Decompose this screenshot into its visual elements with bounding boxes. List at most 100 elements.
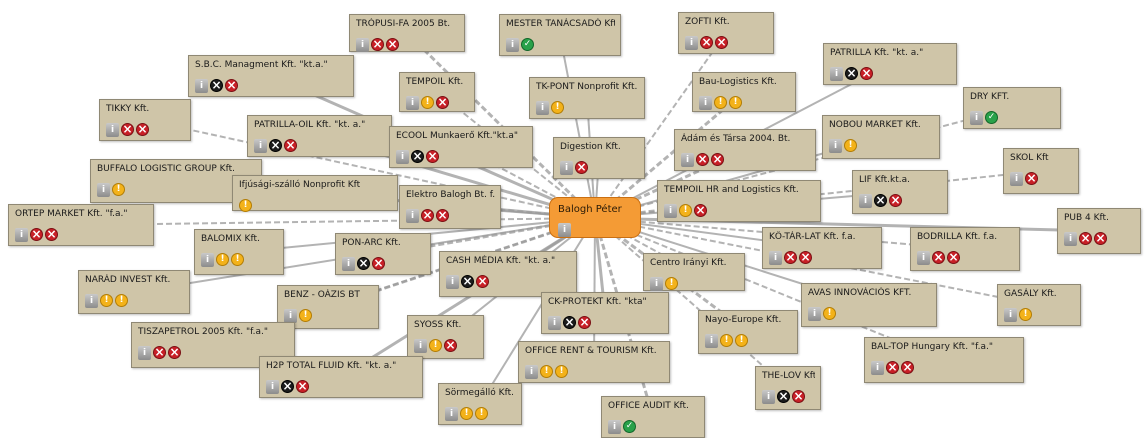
red-x-icon bbox=[715, 35, 728, 50]
info-icon[interactable] bbox=[536, 100, 549, 115]
company-node[interactable]: Ádám és Társa 2004. Bt. bbox=[674, 129, 816, 171]
company-node[interactable]: SKOL Kft bbox=[1003, 148, 1079, 194]
info-icon[interactable] bbox=[445, 406, 458, 421]
info-icon[interactable] bbox=[106, 122, 119, 137]
company-node-icons bbox=[525, 361, 664, 379]
info-icon[interactable] bbox=[762, 389, 775, 404]
company-node[interactable]: PATRILLA Kft. "kt. a." bbox=[823, 43, 957, 85]
info-icon[interactable] bbox=[406, 95, 419, 110]
info-icon[interactable] bbox=[970, 110, 983, 125]
info-icon[interactable] bbox=[396, 149, 409, 164]
info-icon[interactable] bbox=[558, 222, 571, 237]
company-node[interactable]: AVAS INNOVÁCIÓS KFT. bbox=[801, 283, 937, 327]
company-node[interactable]: TISZAPETROL 2005 Kft. "f.a." bbox=[131, 322, 295, 368]
company-node[interactable]: Bau-Logistics Kft. bbox=[692, 72, 796, 112]
info-icon[interactable] bbox=[548, 315, 561, 330]
info-icon[interactable] bbox=[859, 193, 872, 208]
company-node-label: Ádám és Társa 2004. Bt. bbox=[681, 134, 791, 144]
company-node[interactable]: PON-ARC Kft. bbox=[335, 233, 431, 275]
info-icon[interactable] bbox=[830, 66, 843, 81]
company-node[interactable]: LIF Kft.kt.a. bbox=[852, 170, 948, 214]
company-node[interactable]: TEMPOIL Kft. bbox=[399, 72, 475, 112]
company-node[interactable]: BAL-TOP Hungary Kft. "f.a." bbox=[864, 337, 1024, 383]
info-icon[interactable] bbox=[195, 78, 208, 93]
company-node[interactable]: TIKKY Kft. bbox=[99, 99, 191, 141]
company-node[interactable]: GASÁLY Kft. bbox=[997, 284, 1081, 326]
company-node[interactable]: ORTEP MARKET Kft. "f.a." bbox=[8, 204, 154, 246]
info-icon[interactable] bbox=[1010, 171, 1023, 186]
company-node[interactable]: OFFICE AUDIT Kft. bbox=[601, 396, 705, 438]
info-icon[interactable] bbox=[85, 293, 98, 308]
company-node[interactable]: TEMPOIL HR and Logistics Kft. bbox=[657, 180, 821, 222]
company-node[interactable]: ZOFTI Kft. bbox=[678, 12, 774, 54]
info-icon[interactable] bbox=[608, 419, 621, 434]
info-icon[interactable] bbox=[446, 274, 459, 289]
info-icon[interactable] bbox=[284, 308, 297, 323]
company-node[interactable]: MESTER TANÁCSADÓ Kft. bbox=[499, 14, 621, 56]
info-icon[interactable] bbox=[138, 345, 151, 360]
company-node[interactable]: Sörmegálló Kft. bbox=[438, 383, 522, 425]
company-node[interactable]: NARÁD INVEST Kft. bbox=[78, 270, 190, 314]
info-icon[interactable] bbox=[650, 276, 663, 291]
company-node[interactable]: Centro Irányi Kft. bbox=[643, 253, 745, 291]
company-node[interactable]: CK-PROTEKT Kft. "kta" bbox=[541, 292, 669, 334]
info-icon[interactable] bbox=[871, 360, 884, 375]
info-icon[interactable] bbox=[506, 37, 519, 52]
black-x-icon bbox=[777, 389, 790, 404]
info-icon[interactable] bbox=[560, 160, 573, 175]
company-node-icons bbox=[699, 92, 790, 110]
red-x-icon bbox=[444, 338, 457, 353]
info-icon[interactable] bbox=[769, 250, 782, 265]
info-icon[interactable] bbox=[681, 152, 694, 167]
info-icon[interactable] bbox=[15, 227, 28, 242]
company-node[interactable]: CASH MÉDIA Kft. "kt. a." bbox=[439, 251, 577, 297]
company-node[interactable]: Nayo-Europe Kft. bbox=[698, 310, 798, 354]
company-node-icons bbox=[1010, 168, 1073, 186]
company-node[interactable]: H2P TOTAL FLUID Kft. "kt. a." bbox=[259, 356, 423, 398]
company-node[interactable]: BENZ - OÁZIS BT bbox=[277, 285, 379, 329]
company-node[interactable]: NOBOU MARKET Kft. bbox=[822, 115, 940, 159]
company-node[interactable]: KŐ-TÁR-LAT Kft. f.a. bbox=[762, 227, 882, 269]
info-icon[interactable] bbox=[917, 250, 930, 265]
company-node-icons bbox=[830, 63, 951, 81]
company-node-label: NARÁD INVEST Kft. bbox=[85, 275, 171, 285]
red-x-icon bbox=[799, 250, 812, 265]
info-icon[interactable] bbox=[97, 182, 110, 197]
center-node-icons bbox=[558, 219, 632, 238]
company-node[interactable]: DRY KFT. bbox=[963, 87, 1061, 129]
green-check-icon bbox=[985, 111, 998, 124]
info-icon[interactable] bbox=[406, 208, 419, 223]
company-node[interactable]: Digestion Kft. bbox=[553, 137, 645, 179]
info-icon[interactable] bbox=[699, 95, 712, 110]
info-icon[interactable] bbox=[808, 306, 821, 321]
info-icon[interactable] bbox=[1004, 307, 1017, 322]
company-node[interactable]: S.B.C. Managment Kft. "kt.a." bbox=[188, 55, 354, 97]
info-icon[interactable] bbox=[525, 364, 538, 379]
yellow-warning-icon bbox=[844, 139, 857, 152]
info-icon[interactable] bbox=[201, 252, 214, 267]
info-icon[interactable] bbox=[1064, 231, 1077, 246]
company-node[interactable]: BALOMIX Kft. bbox=[194, 229, 284, 275]
company-node[interactable]: PUB 4 Kft. bbox=[1057, 208, 1141, 254]
info-icon[interactable] bbox=[342, 256, 355, 271]
info-icon[interactable] bbox=[356, 37, 369, 52]
info-icon[interactable] bbox=[685, 35, 698, 50]
company-node[interactable]: OFFICE RENT & TOURISM Kft. bbox=[518, 341, 670, 383]
info-icon[interactable] bbox=[829, 138, 842, 153]
company-node[interactable]: PATRILLA-OIL Kft. "kt. a." bbox=[247, 115, 392, 157]
info-icon[interactable] bbox=[664, 203, 677, 218]
company-node[interactable]: TRÓPUSI-FA 2005 Bt. bbox=[349, 14, 465, 52]
company-node[interactable]: Elektro Balogh Bt. f. a . bbox=[399, 185, 501, 229]
center-node[interactable]: Balogh Péter bbox=[549, 197, 641, 238]
company-node-label: H2P TOTAL FLUID Kft. "kt. a." bbox=[266, 361, 397, 371]
company-node[interactable]: TK-PONT Nonprofit Kft. bbox=[529, 77, 645, 119]
company-node[interactable]: BODRILLA Kft. f.a. bbox=[910, 227, 1020, 271]
info-icon[interactable] bbox=[266, 379, 279, 394]
info-icon[interactable] bbox=[414, 338, 427, 353]
company-node[interactable]: Ifjúsági-szálló Nonprofit Kft bbox=[232, 175, 398, 212]
info-icon[interactable] bbox=[254, 138, 267, 153]
info-icon[interactable] bbox=[705, 333, 718, 348]
company-node[interactable]: ECOOL Munkaerő Kft."kt.a" bbox=[389, 126, 533, 168]
company-node[interactable]: SYOSS Kft. bbox=[407, 315, 484, 359]
company-node[interactable]: THE-LOV Kft. bbox=[755, 366, 821, 410]
